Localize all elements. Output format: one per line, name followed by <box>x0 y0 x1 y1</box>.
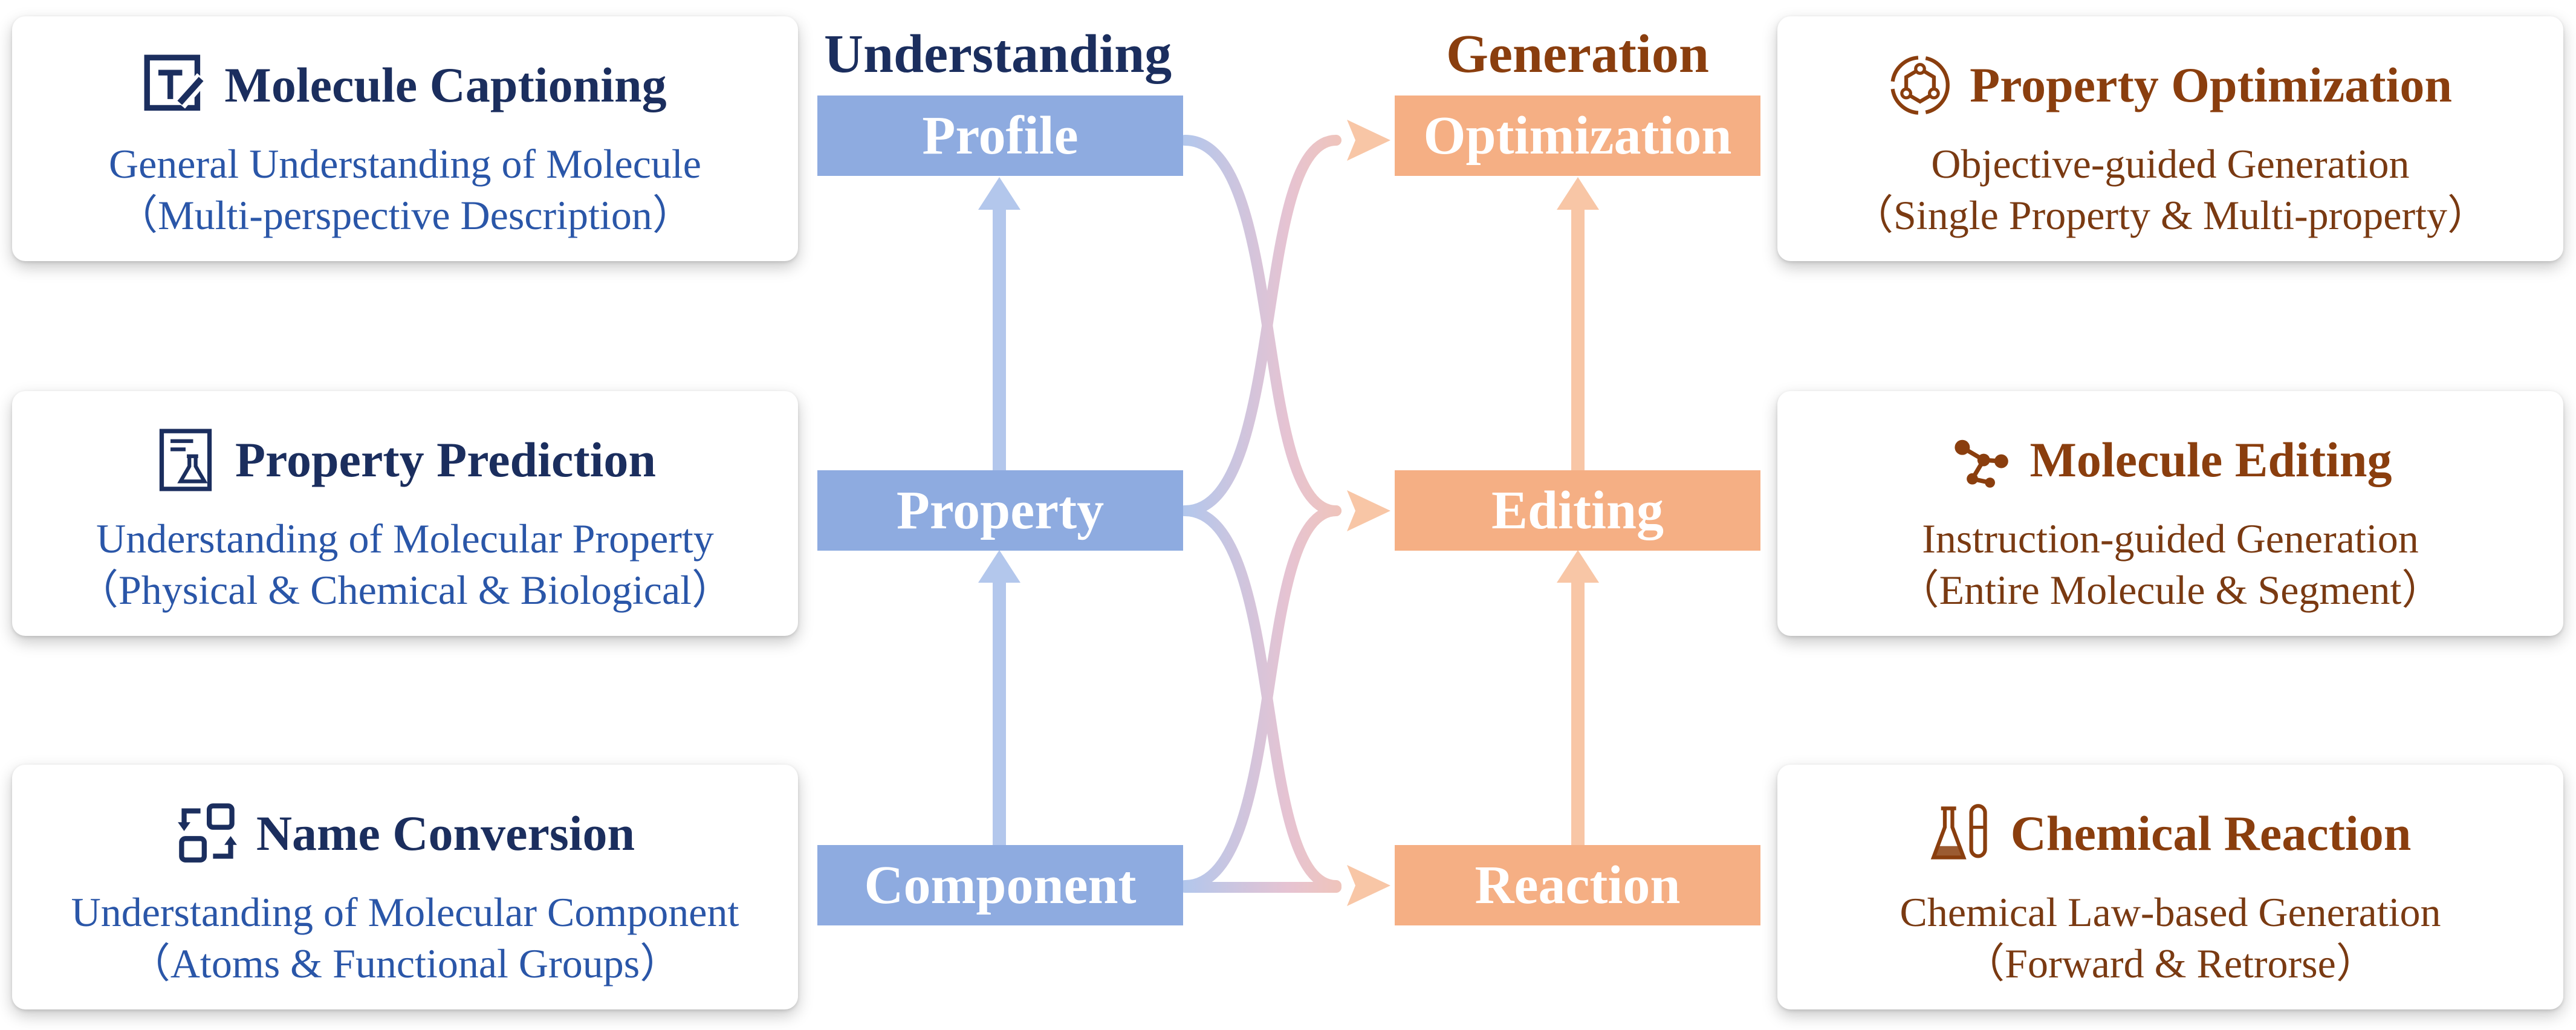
card-detail: （Single Property & Multi-property） <box>1852 192 2488 238</box>
editing-node: Editing <box>1395 470 1760 551</box>
profile-node: Profile <box>817 96 1183 176</box>
understanding-header: Understanding <box>824 24 1172 84</box>
card-subtitle: Understanding of Molecular Component <box>71 889 739 935</box>
molecule-graph-icon <box>1955 439 2009 488</box>
card-title: Property Prediction <box>235 432 657 487</box>
card-title: Property Optimization <box>1970 57 2452 112</box>
understanding-up-arrows <box>978 177 1020 845</box>
lab-report-icon <box>159 429 212 491</box>
card-title: Molecule Editing <box>2029 432 2392 487</box>
cross-arrowheads <box>1347 120 1390 906</box>
component-node: Component <box>817 845 1183 925</box>
card-detail: （Atoms & Functional Groups） <box>129 941 681 986</box>
card-subtitle: General Understanding of Molecule <box>109 141 701 187</box>
property-node: Property <box>817 470 1183 551</box>
property-optimization-card: Property Optimization Objective-guided G… <box>1777 16 2563 261</box>
card-detail: （Multi-perspective Description） <box>117 192 693 238</box>
card-subtitle: Objective-guided Generation <box>1931 141 2410 187</box>
molecule-captioning-card: Molecule Captioning General Understandin… <box>12 16 798 261</box>
property-prediction-card: Property Prediction Understanding of Mol… <box>12 391 798 636</box>
generation-header: Generation <box>1446 24 1709 84</box>
card-subtitle: Instruction-guided Generation <box>1922 516 2419 562</box>
card-subtitle: Understanding of Molecular Property <box>96 516 714 562</box>
card-detail: （Entire Molecule & Segment） <box>1898 567 2443 613</box>
card-detail: （Physical & Chemical & Biological） <box>77 567 733 613</box>
optimization-node: Optimization <box>1395 96 1760 176</box>
cross-connections <box>1179 135 1342 893</box>
card-subtitle: Chemical Law-based Generation <box>1900 889 2441 935</box>
text-edit-icon <box>144 54 207 111</box>
name-conversion-card: Name Conversion Understanding of Molecul… <box>12 765 798 1009</box>
chemical-reaction-card: Chemical Reaction Chemical Law-based Gen… <box>1777 765 2563 1009</box>
reaction-node: Reaction <box>1395 845 1760 925</box>
generation-up-arrows <box>1557 177 1599 845</box>
card-detail: （Forward & Retrorse） <box>1964 941 2377 986</box>
card-title: Molecule Captioning <box>224 57 667 112</box>
molecule-editing-card: Molecule Editing Instruction-guided Gene… <box>1777 391 2563 636</box>
flask-tube-icon <box>1930 804 1987 860</box>
convert-icon <box>177 803 237 863</box>
card-title: Name Conversion <box>256 806 635 861</box>
molecule-optimize-icon <box>1890 56 1950 115</box>
card-title: Chemical Reaction <box>2010 806 2412 861</box>
